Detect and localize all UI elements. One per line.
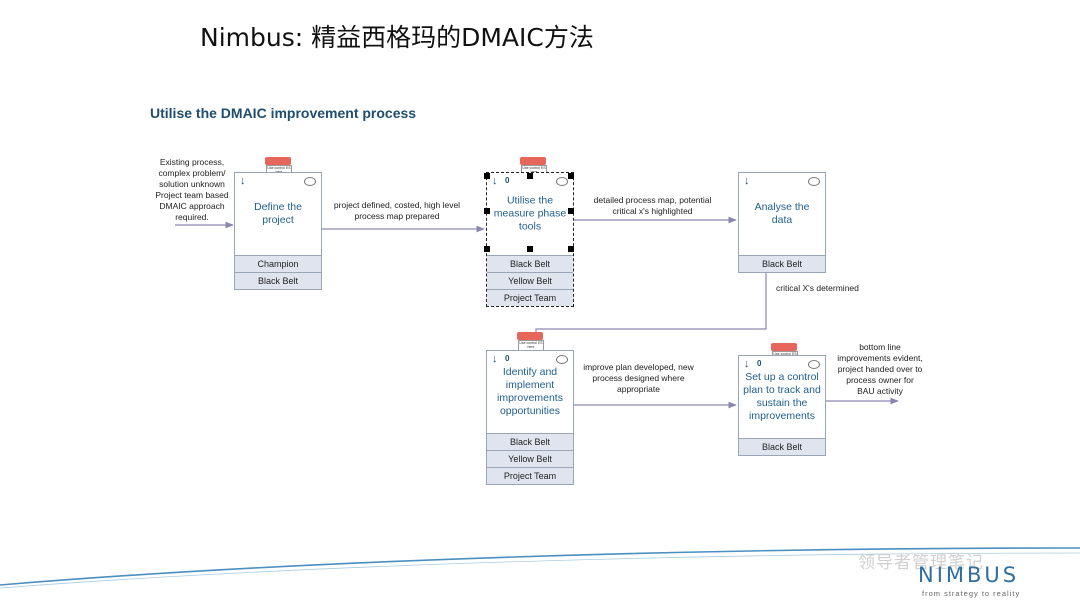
resize-handle[interactable]: [484, 208, 490, 214]
note-tag: [520, 157, 546, 165]
role-black-belt: Black Belt: [739, 255, 825, 272]
resize-handle[interactable]: [527, 173, 533, 179]
comment-icon[interactable]: [556, 355, 568, 364]
note-tag: [771, 343, 797, 351]
resize-handle[interactable]: [484, 173, 490, 179]
slide-title: Nimbus: 精益西格玛的DMAIC方法: [200, 23, 594, 52]
down-arrow-icon: ↓: [492, 175, 498, 187]
note-tag: [517, 332, 543, 340]
role-black-belt: Black Belt: [235, 272, 321, 289]
zero-badge-icon: 0: [757, 359, 762, 368]
role-project-team: Project Team: [487, 467, 573, 484]
label-analyse-improve: critical X's determined: [776, 283, 859, 293]
resize-handle[interactable]: [527, 246, 533, 252]
label-start: Existing process,complex problem/solutio…: [155, 157, 229, 222]
down-arrow-icon: ↓: [492, 353, 498, 365]
down-arrow-icon: ↓: [744, 358, 750, 370]
note-tag: [265, 157, 291, 165]
down-arrow-icon: ↓: [240, 175, 246, 187]
zero-badge-icon: 0: [505, 354, 510, 363]
box-measure[interactable]: ↓ 0 Utilise the measure phase tools Blac…: [486, 172, 574, 307]
watermark-text: 领导者管理笔记: [858, 553, 984, 573]
box-improve-title: Identify and implement improvements oppo…: [497, 366, 563, 417]
box-analyse[interactable]: ↓ Analyse the data Black Belt: [738, 172, 826, 273]
box-define[interactable]: ↓ Define the project Champion Black Belt: [234, 172, 322, 290]
box-control-title: Set up a control plan to track and susta…: [743, 371, 821, 422]
nimbus-logo: NIMBUS: [918, 563, 1020, 587]
box-control[interactable]: ↓ 0 Set up a control plan to track and s…: [738, 355, 826, 456]
resize-handle[interactable]: [484, 246, 490, 252]
footer-swoosh: [0, 547, 1080, 586]
role-champion: Champion: [235, 255, 321, 272]
comment-icon[interactable]: [556, 177, 568, 186]
box-measure-title: Utilise the measure phase tools: [493, 194, 567, 233]
comment-icon[interactable]: [808, 360, 820, 369]
box-define-title: Define the project: [254, 201, 302, 226]
logo-tagline: from strategy to reality: [922, 589, 1021, 598]
comment-icon[interactable]: [808, 177, 820, 186]
role-yellow-belt: Yellow Belt: [487, 450, 573, 467]
role-yellow-belt: Yellow Belt: [487, 272, 573, 289]
resize-handle[interactable]: [568, 246, 574, 252]
role-black-belt: Black Belt: [739, 438, 825, 455]
down-arrow-icon: ↓: [744, 175, 750, 187]
role-project-team: Project Team: [487, 289, 573, 306]
role-black-belt: Black Belt: [487, 433, 573, 450]
resize-handle[interactable]: [568, 173, 574, 179]
process-subtitle: Utilise the DMAIC improvement process: [150, 105, 417, 121]
box-analyse-title: Analyse the data: [754, 201, 810, 226]
role-black-belt: Black Belt: [487, 255, 573, 272]
box-improve[interactable]: ↓ 0 Identify and implement improvements …: [486, 350, 574, 485]
resize-handle[interactable]: [568, 208, 574, 214]
comment-icon[interactable]: [304, 177, 316, 186]
zero-badge-icon: 0: [505, 176, 510, 185]
